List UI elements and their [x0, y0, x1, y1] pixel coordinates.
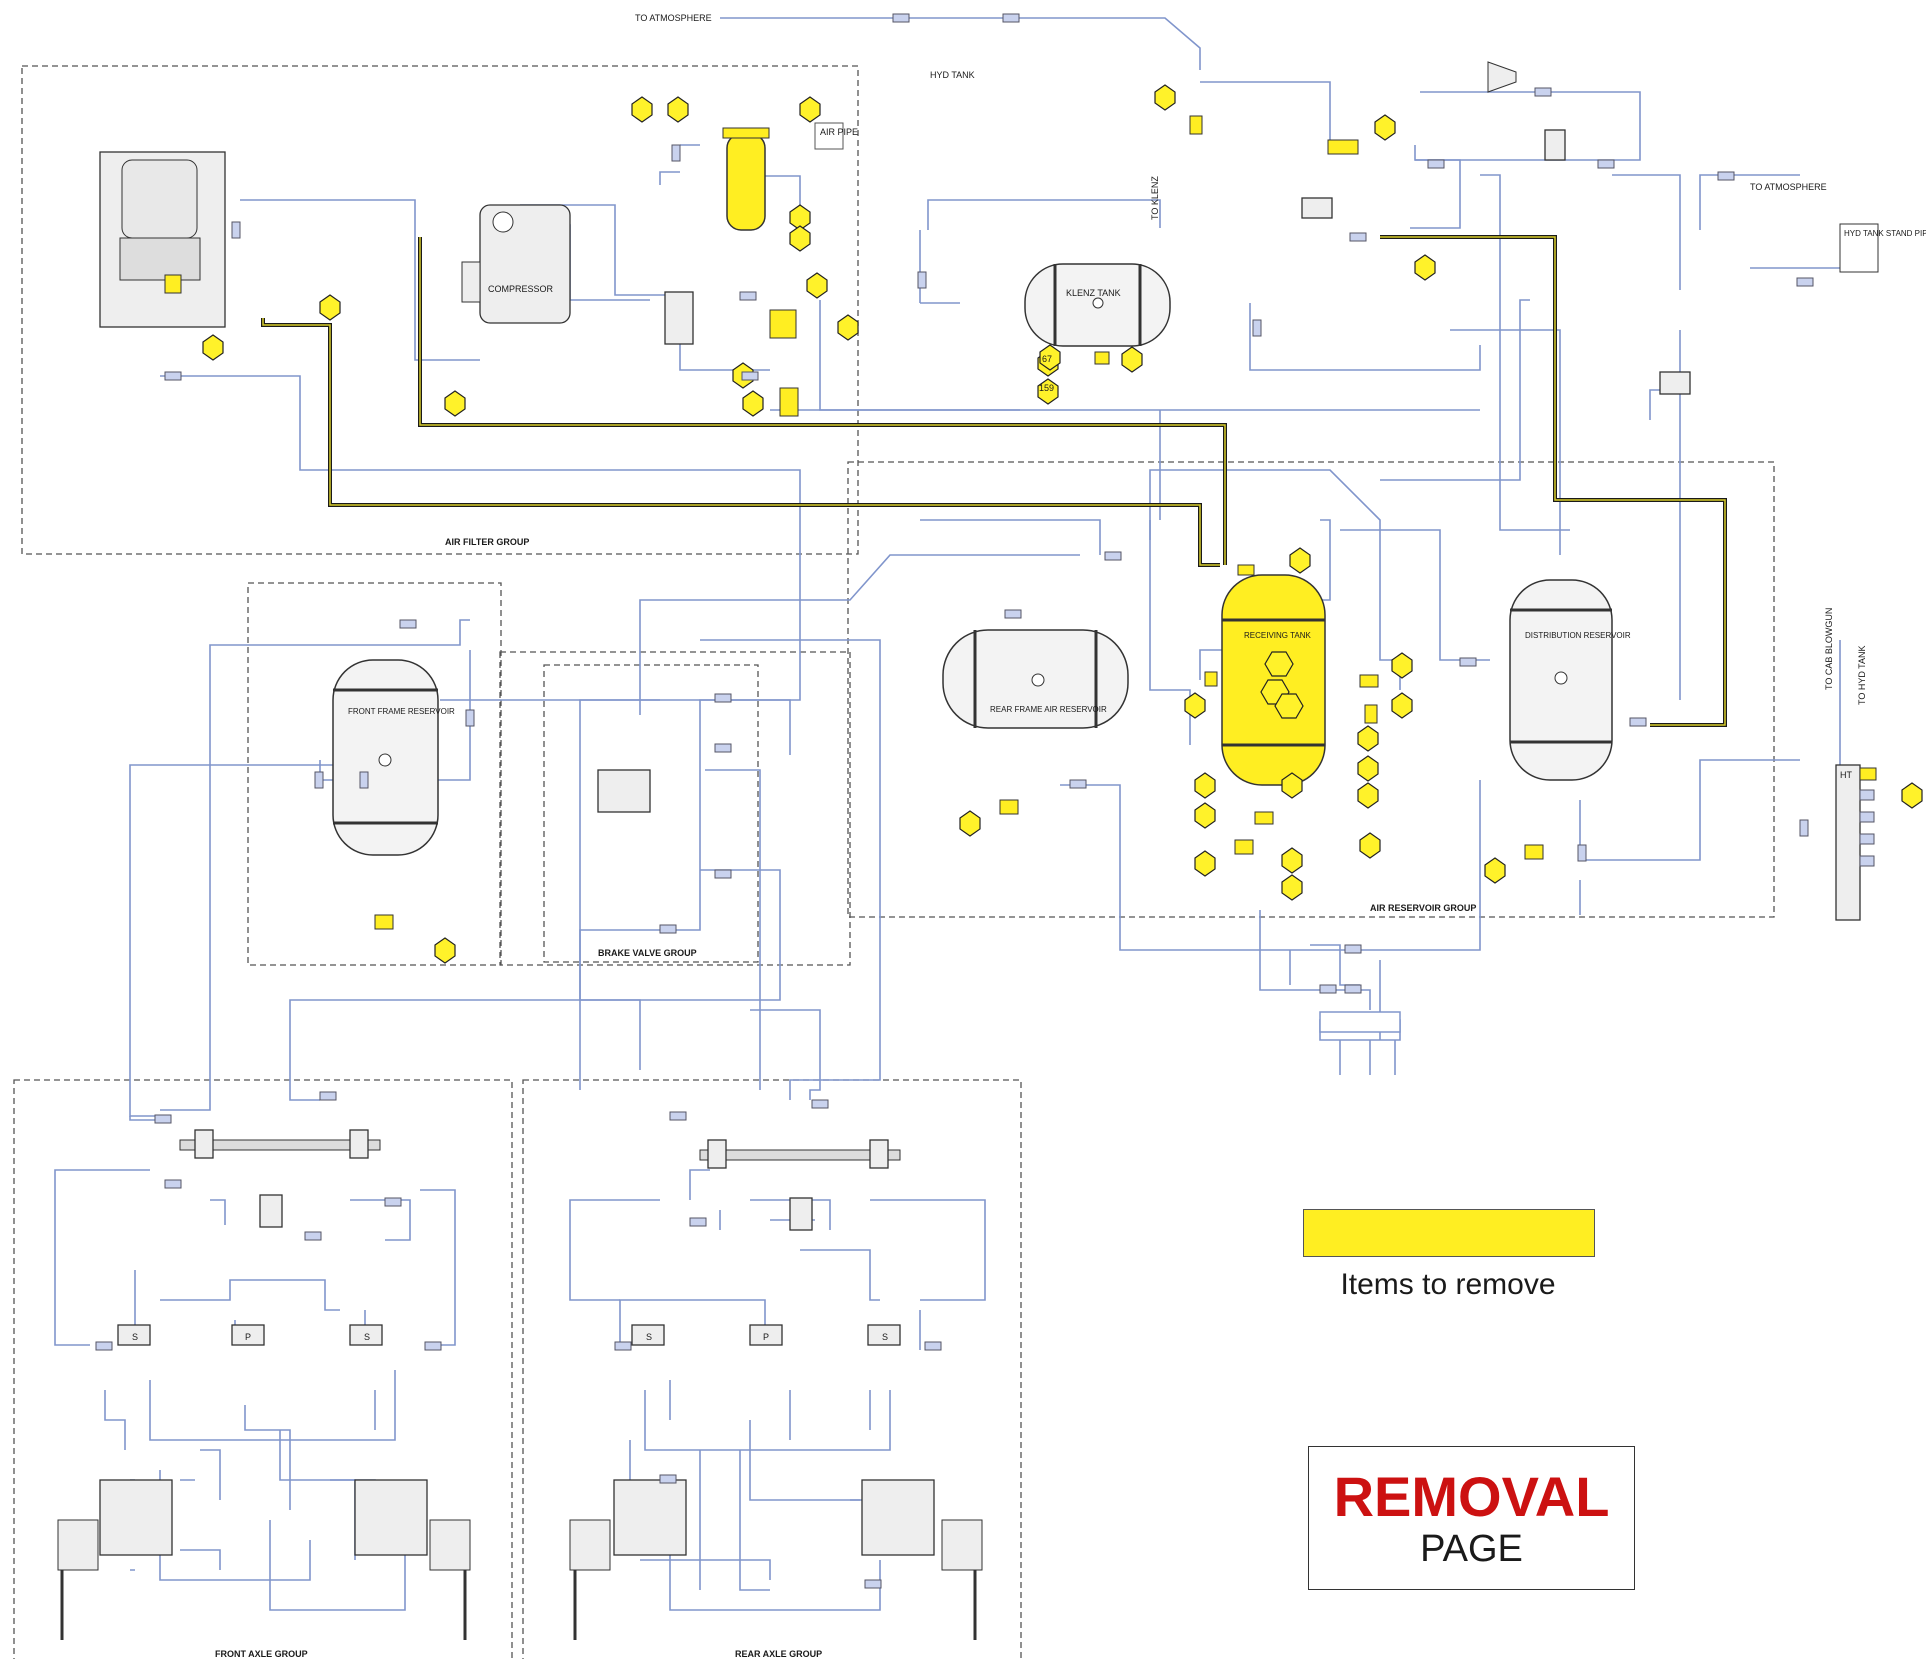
label-to-hyd-tank: TO HYD TANK [1857, 645, 1867, 705]
brake-valve-outer-box [499, 651, 851, 966]
compressor [461, 204, 571, 324]
valve-s-rear-right: S [882, 1332, 888, 1342]
label-hyd-tank-stand-pipe: HYD TANK STAND PIPE [1844, 229, 1926, 238]
small-manifold [1319, 1011, 1401, 1033]
label-air-reservoir-group: AIR RESERVOIR GROUP [1370, 903, 1476, 913]
label-to-atmosphere-top: TO ATMOSPHERE [635, 13, 712, 23]
fittings [95, 13, 1814, 1589]
valve-s-front-right: S [364, 1332, 370, 1342]
yellow-valves [374, 115, 1544, 930]
label-rear-axle-group: REAR AXLE GROUP [735, 1649, 822, 1659]
label-rear-frame-air-reservoir: REAR FRAME AIR RESERVOIR [990, 705, 1107, 714]
valve-p-front: P [245, 1332, 251, 1342]
label-to-cab-blowgun: TO CAB BLOWGUN [1824, 608, 1834, 690]
brake-valve [597, 769, 651, 813]
label-ht: HT [1840, 770, 1852, 780]
front-frame-reservoir-box [247, 582, 502, 966]
air-filter-housing [99, 151, 226, 328]
legend-swatch [1303, 1209, 1595, 1257]
label-front-frame-reservoir: FRONT FRAME RESERVOIR [348, 707, 455, 716]
label-brake-valve-group: BRAKE VALVE GROUP [598, 948, 697, 958]
rear-axle-group-box [522, 1079, 1022, 1659]
label-air-filter-group: AIR FILTER GROUP [445, 537, 529, 547]
main-lines [261, 235, 1727, 727]
label-klenz-tank: KLENZ TANK [1066, 288, 1121, 298]
label-hyd-tank: HYD TANK [930, 70, 975, 80]
label-to-atmosphere-right: TO ATMOSPHERE [1750, 182, 1827, 192]
label-receiving-tank: RECEIVING TANK [1244, 631, 1311, 640]
label-air-pipe: AIR PIPE [820, 127, 858, 137]
legend-text: Items to remove [1340, 1268, 1556, 1301]
removal-callouts [202, 84, 1923, 964]
front-axle-components [57, 1129, 471, 1640]
horn [1487, 61, 1517, 93]
callout-159: 159 [1039, 383, 1054, 393]
rear-frame-air-reservoir [942, 629, 1129, 729]
removal-page-stamp: REMOVAL PAGE [1308, 1446, 1635, 1590]
label-to-klenz: TO KLENZ [1150, 176, 1160, 220]
valve-s-rear-left: S [646, 1332, 652, 1342]
front-frame-reservoir [332, 659, 439, 856]
unloader-valve [664, 291, 799, 417]
valve-s-front-left: S [132, 1332, 138, 1342]
receiving-tank [1221, 574, 1326, 786]
callout-67: 67 [1042, 354, 1052, 364]
label-distribution-reservoir: DISTRIBUTION RESERVOIR [1525, 631, 1631, 640]
rear-axle-components [569, 1139, 983, 1640]
top-valve-assembly [1301, 129, 1691, 395]
klenz-tank [1024, 263, 1171, 347]
label-compressor: COMPRESSOR [488, 284, 554, 294]
air-filter-group-box [21, 65, 859, 555]
brake-valve-group-box [543, 664, 759, 963]
air-reservoir-group-box [847, 461, 1775, 918]
distribution-reservoir [1509, 579, 1613, 781]
removal-subtitle: PAGE [1420, 1528, 1523, 1570]
removal-title: REMOVAL [1333, 1465, 1610, 1528]
front-axle-group-box [13, 1079, 513, 1659]
hyd-tank-stand-pipe-box [1839, 223, 1879, 273]
air-pipe-filter [722, 122, 844, 231]
label-front-axle-group: FRONT AXLE GROUP [215, 1649, 308, 1659]
air-lines [54, 17, 1841, 1611]
ht-manifold [1835, 764, 1877, 921]
valve-p-rear: P [763, 1332, 769, 1342]
